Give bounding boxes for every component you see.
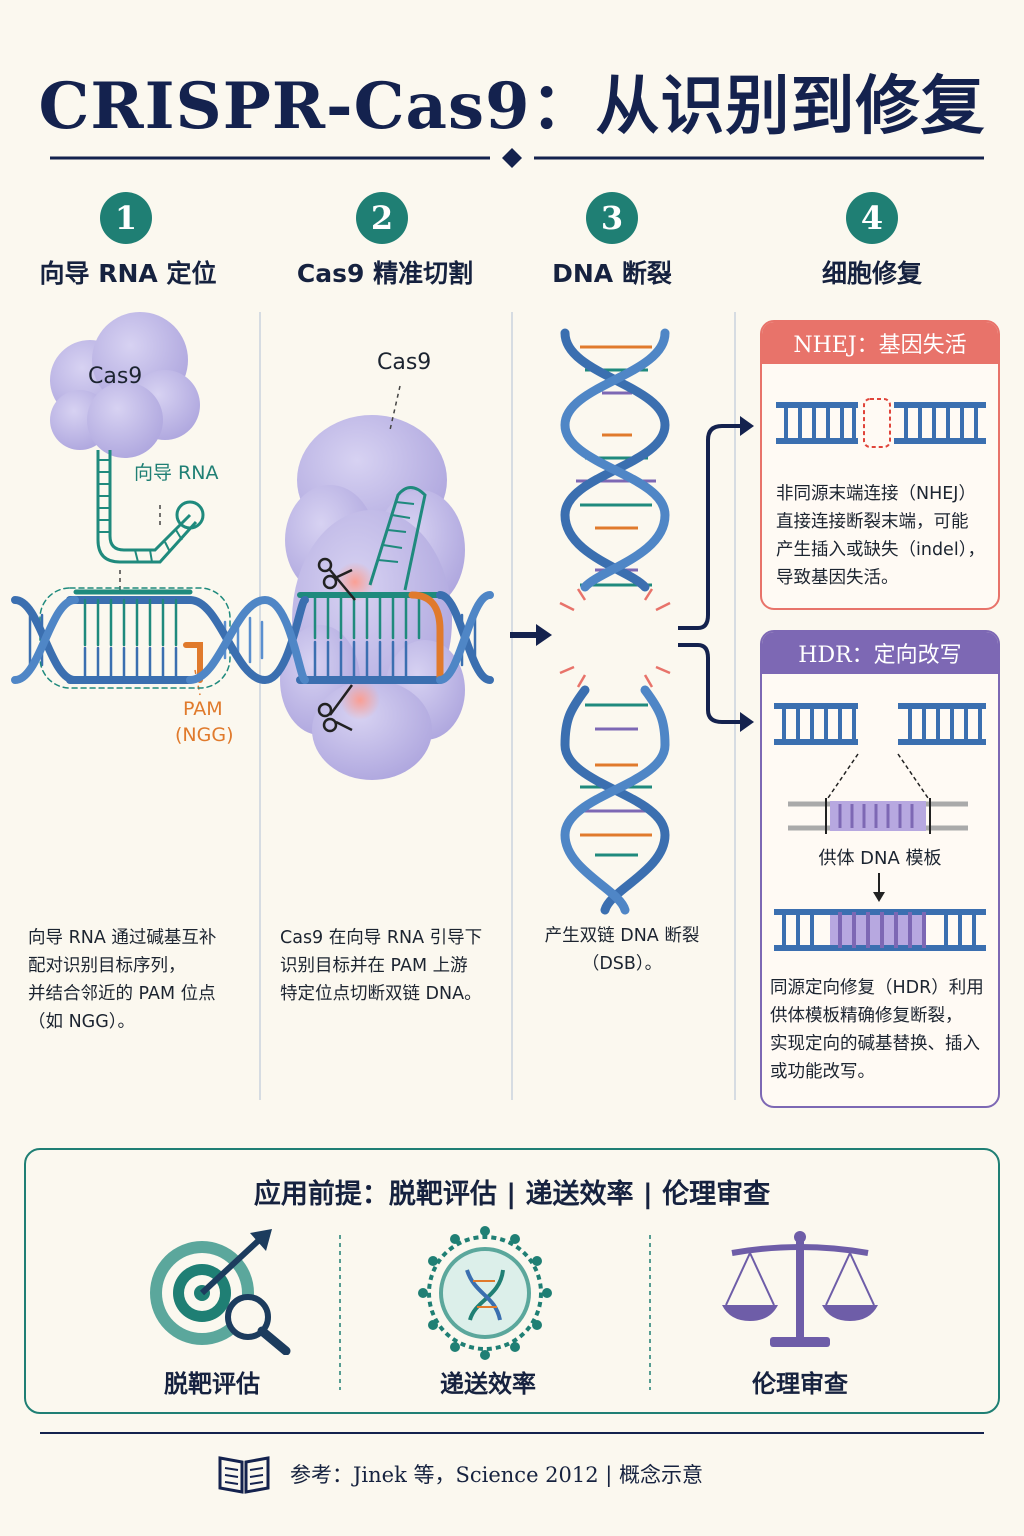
scissors-icon-top bbox=[317, 557, 356, 601]
desc-line: 并结合邻近的 PAM 位点 bbox=[28, 984, 216, 1004]
hdr-dna-icon bbox=[774, 703, 986, 951]
reference-text: 参考：Jinek 等，Science 2012 | 概念示意 bbox=[290, 1463, 704, 1487]
nhej-text-line: 产生插入或缺失（indel）， bbox=[776, 540, 985, 560]
nhej-text-line: 非同源末端连接（NHEJ） bbox=[776, 484, 976, 504]
hdr-text-line: 供体模板精确修复断裂， bbox=[770, 1006, 963, 1026]
dna-helix-step1-2 bbox=[11, 587, 494, 689]
step1-2-illustration bbox=[11, 312, 494, 780]
desc-line: 特定位点切断双链 DNA。 bbox=[280, 984, 482, 1004]
nhej-text-line: 直接连接断裂末端，可能 bbox=[776, 512, 969, 532]
donor-template-label: 供体 DNA 模板 bbox=[818, 848, 942, 869]
nhej-panel: NHEJ：基因失活 非同源末端连接（NHEJ） 直接连接断裂末端，可能 产生插入… bbox=[760, 320, 1000, 610]
page-title: CRISPR-Cas9：从识别到修复 bbox=[38, 69, 986, 144]
footer-divider bbox=[40, 1432, 984, 1434]
prerequisites-title: 应用前提：脱靶评估 | 递送效率 | 伦理审查 bbox=[253, 1179, 771, 1210]
broken-dna-helix bbox=[559, 328, 671, 915]
desc-line: Cas9 在向导 RNA 引导下 bbox=[280, 928, 483, 948]
step-3-number: 3 bbox=[586, 192, 638, 244]
item-label-ethics: 伦理审查 bbox=[752, 1370, 848, 1398]
hdr-text-line: 同源定向修复（HDR）利用 bbox=[770, 978, 984, 998]
hdr-panel: HDR：定向改写 bbox=[760, 630, 1000, 1108]
step-4-number: 4 bbox=[846, 192, 898, 244]
prerequisites-panel bbox=[24, 1148, 1000, 1414]
cas9-label-1: Cas9 bbox=[88, 364, 143, 389]
arrow-right-icon bbox=[510, 624, 552, 646]
step-3-description: 产生双链 DNA 断裂 （DSB）。 bbox=[522, 922, 722, 978]
desc-line: 向导 RNA 通过碱基互补 bbox=[28, 928, 217, 948]
balance-scale-icon bbox=[722, 1231, 878, 1347]
nhej-dna-icon bbox=[776, 398, 986, 448]
item-label-delivery: 递送效率 bbox=[440, 1370, 536, 1398]
step-1-title: 向导 RNA 定位 bbox=[39, 259, 217, 288]
title-divider bbox=[50, 148, 984, 168]
item-label-off-target: 脱靶评估 bbox=[164, 1370, 260, 1398]
step-2-description: Cas9 在向导 RNA 引导下 识别目标并在 PAM 上游 特定位点切断双链 … bbox=[280, 924, 510, 1008]
desc-line: （如 NGG）。 bbox=[28, 1012, 136, 1032]
desc-line: （DSB）。 bbox=[581, 954, 663, 974]
target-magnifier-icon bbox=[150, 1229, 291, 1355]
step-2-number: 2 bbox=[356, 192, 408, 244]
prerequisites-separators bbox=[339, 1235, 651, 1390]
step-3-title: DNA 断裂 bbox=[552, 259, 672, 288]
step-2-title: Cas9 精准切割 bbox=[296, 259, 474, 288]
step-4-title: 细胞修复 bbox=[821, 259, 922, 288]
desc-line: 识别目标并在 PAM 上游 bbox=[280, 956, 468, 976]
guide-rna-2 bbox=[368, 486, 427, 591]
book-icon bbox=[218, 1456, 270, 1494]
hdr-text-line: 实现定向的碱基替换、插入 bbox=[770, 1034, 980, 1054]
nhej-title: NHEJ：基因失活 bbox=[762, 322, 998, 364]
guide-rna-1 bbox=[96, 450, 205, 564]
guide-rna-label: 向导 RNA bbox=[134, 462, 219, 484]
cas9-label-2: Cas9 bbox=[377, 350, 432, 375]
nanoparticle-dna-icon bbox=[418, 1226, 552, 1360]
hdr-title: HDR：定向改写 bbox=[762, 632, 998, 674]
desc-line: 配对识别目标序列， bbox=[28, 956, 186, 976]
hdr-text-line: 或功能改写。 bbox=[770, 1062, 875, 1082]
step-1-description: 向导 RNA 通过碱基互补 配对识别目标序列， 并结合邻近的 PAM 位点 （如… bbox=[28, 924, 258, 1036]
branch-arrows bbox=[678, 416, 754, 732]
ngg-label: (NGG) bbox=[175, 724, 234, 746]
cas9-protein-1 bbox=[50, 312, 200, 458]
scissors-icon-bottom bbox=[317, 684, 354, 733]
desc-line: 产生双链 DNA 断裂 bbox=[544, 926, 700, 946]
pam-label: PAM bbox=[183, 698, 223, 720]
step-1-number: 1 bbox=[100, 192, 152, 244]
nhej-text-line: 导致基因失活。 bbox=[776, 568, 899, 588]
column-separators bbox=[259, 312, 736, 1100]
